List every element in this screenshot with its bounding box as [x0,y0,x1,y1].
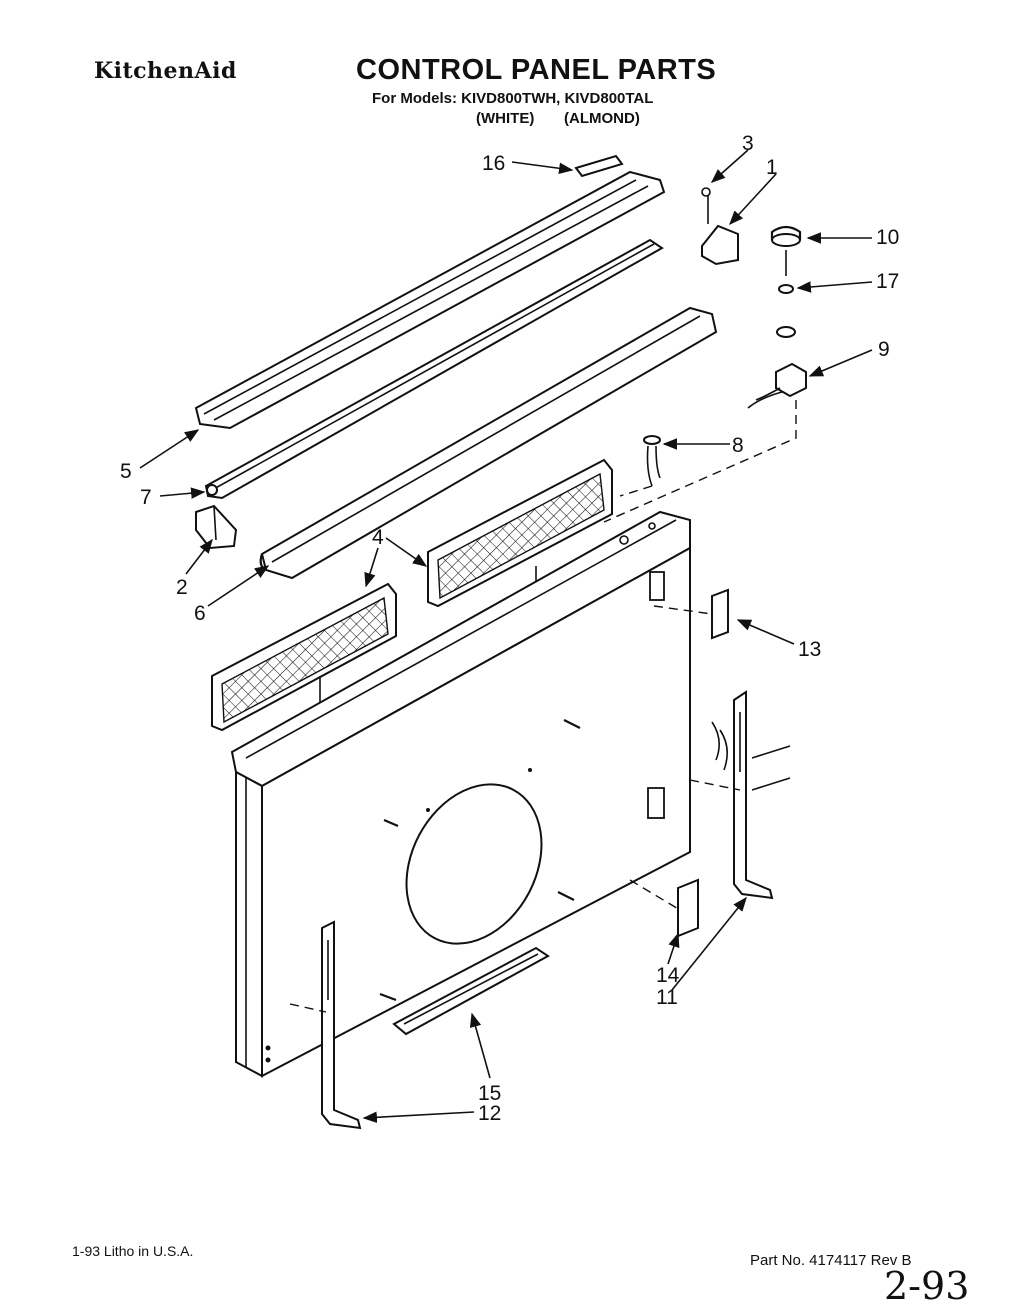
callout-3: 3 [742,132,754,155]
callout-15: 15 [478,1082,501,1105]
callout-leaders [139,149,873,1124]
side-bracket-12 [321,920,362,1130]
callout-11: 11 [656,986,678,1009]
part-number: Part No. 4174117 Rev B [750,1252,912,1269]
callout-10: 10 [876,226,899,249]
callout-17: 17 [876,270,899,293]
callout-14: 14 [656,964,680,987]
trim-cap-16 [574,154,624,178]
assembly-dash-12 [289,1003,327,1013]
switch-bracket-1 [701,187,739,266]
callout-9: 9 [878,338,890,361]
callout-7: 7 [140,486,152,509]
trim-strip-5 [194,170,666,430]
light-socket-8 [643,435,661,487]
callout-13: 13 [798,638,821,661]
wiring-harness [711,721,791,791]
brand-logo: KitchenAid [94,58,237,84]
callout-5: 5 [120,460,132,483]
handwritten-date: 2-93 [884,1264,970,1308]
assembly-dash-11 [689,779,741,791]
assembly-dash-8 [619,485,653,497]
side-bracket-11 [733,690,774,900]
knob-10 [770,225,802,276]
callout-2: 2 [176,576,188,599]
litho-note: 1-93 Litho in U.S.A. [72,1243,194,1259]
callout-8: 8 [732,434,744,457]
callout-16: 16 [482,152,505,175]
assembly-dash-9 [603,400,797,523]
control-panel-body [230,510,691,1078]
callout-12: 12 [478,1102,501,1125]
plate-13 [711,588,729,640]
callout-1: 1 [766,156,778,179]
washer-17 [776,284,796,338]
plate-14 [677,878,699,938]
page-title: CONTROL PANEL PARTS [356,54,717,86]
callout-6: 6 [194,602,206,625]
models-line: For Models: KIVD800TWH, KIVD800TAL [372,90,654,107]
switch-9 [747,362,807,409]
variant-white: (WHITE) [476,110,535,127]
callout-4: 4 [372,526,384,549]
trim-strip-7 [204,238,664,500]
grille-left-4 [211,582,397,732]
assembly-dash-13 [653,605,713,615]
bottom-bracket-15 [392,946,550,1036]
assembly-dash-14 [629,879,681,911]
variant-almond: (ALMOND) [564,110,640,127]
end-cap-2 [195,504,238,550]
